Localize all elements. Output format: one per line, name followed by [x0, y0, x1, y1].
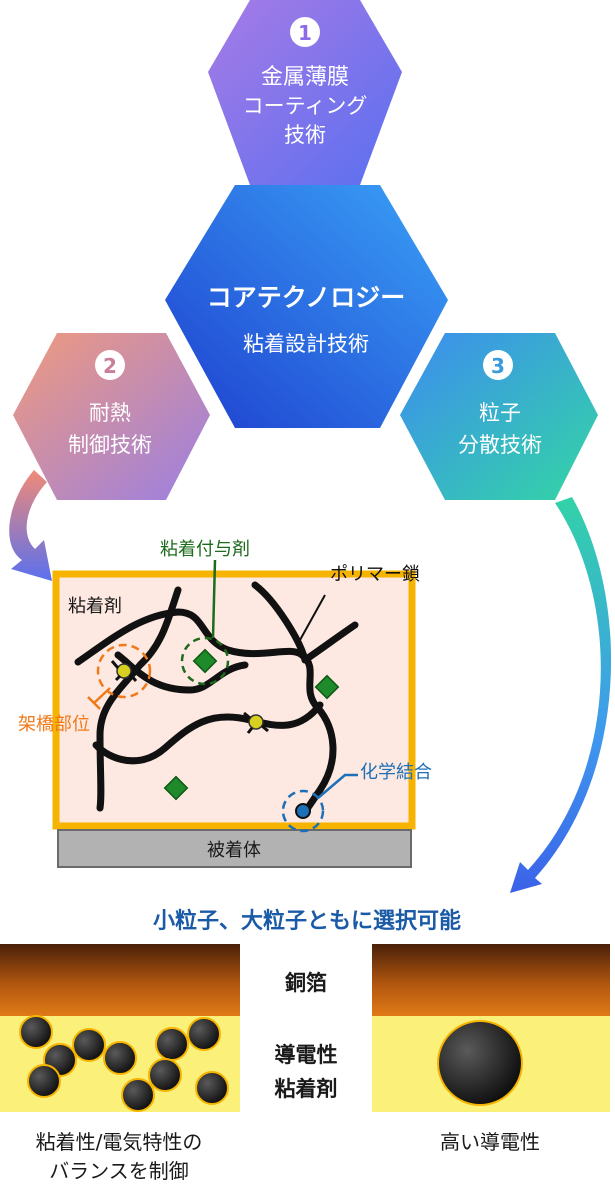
core-title: コアテクノロジー — [207, 283, 406, 312]
right-caption: 高い導電性 — [440, 1130, 540, 1154]
copper-foil-left — [0, 944, 240, 1016]
crosslink-highlight — [96, 643, 152, 699]
substrate — [57, 829, 412, 868]
adhesive-diagram: 被着体 粘着剤 粘着付与剤 架橋部位 — [18, 539, 432, 868]
chemical-bond-label: 化学結合 — [360, 762, 432, 783]
large-particle — [437, 1020, 523, 1106]
crosslink-label: 架橋部位 — [18, 714, 90, 735]
tackifier-highlight — [180, 636, 230, 686]
hex-label-line2: 分散技術 — [458, 433, 542, 457]
crosslink-site — [110, 660, 138, 682]
hex-metal-coating: 1 金属薄膜 コーティング 技術 — [208, 0, 402, 185]
hex-label-line2: 制御技術 — [68, 433, 152, 457]
hex-label-line1: 耐熱 — [89, 401, 131, 425]
tackifier-leader — [211, 559, 217, 639]
arrow-right-curve — [510, 497, 612, 893]
number-badge — [95, 350, 125, 380]
chemical-bond-highlight — [281, 789, 325, 833]
left-caption-line1: 粘着性/電気特性の — [36, 1130, 203, 1154]
tackifier-particles — [163, 648, 340, 801]
number-label: 1 — [298, 21, 312, 45]
arrow-left-curve — [9, 470, 52, 581]
hex-label-line1: 粒子 — [479, 401, 521, 425]
copper-foil-right — [372, 944, 610, 1016]
hex-label-line1: 金属薄膜 — [261, 65, 349, 90]
hex-core-technology: コアテクノロジー 粘着設計技術 — [165, 185, 448, 428]
adhesive-label: 粘着剤 — [68, 596, 122, 617]
chemical-bond-leader — [317, 773, 358, 799]
conductive-label-line2: 粘着剤 — [275, 1077, 338, 1101]
crosslink-site — [243, 711, 269, 734]
conductive-label-line1: 導電性 — [275, 1043, 338, 1067]
layer-comparison: 銅箔 導電性 粘着剤 — [0, 944, 610, 1112]
core-subtitle: 粘着設計技術 — [243, 332, 369, 356]
hex-label-line3: 技術 — [284, 123, 326, 147]
small-particles — [19, 1015, 229, 1112]
hex-label-line2: コーティング — [243, 94, 368, 118]
left-caption-line2: バランスを制御 — [49, 1159, 189, 1183]
particle-caption: 小粒子、大粒子ともに選択可能 — [153, 908, 461, 934]
hex-heat-control: 2 耐熱 制御技術 — [13, 333, 210, 500]
crosslink-leader — [87, 687, 111, 710]
polymer-leader — [299, 594, 326, 641]
polymer-chains — [74, 581, 359, 816]
number-label: 3 — [491, 354, 505, 378]
number-badge — [483, 350, 513, 380]
number-label: 2 — [103, 354, 117, 378]
copper-foil-label: 銅箔 — [285, 971, 327, 995]
substrate-label: 被着体 — [207, 840, 261, 861]
tackifier-label: 粘着付与剤 — [160, 539, 250, 560]
chemical-bond-site — [295, 803, 311, 819]
number-badge — [290, 17, 320, 47]
hex-particle-dispersion: 3 粒子 分散技術 — [400, 333, 598, 500]
polymer-label: ポリマー鎖 — [330, 564, 420, 585]
